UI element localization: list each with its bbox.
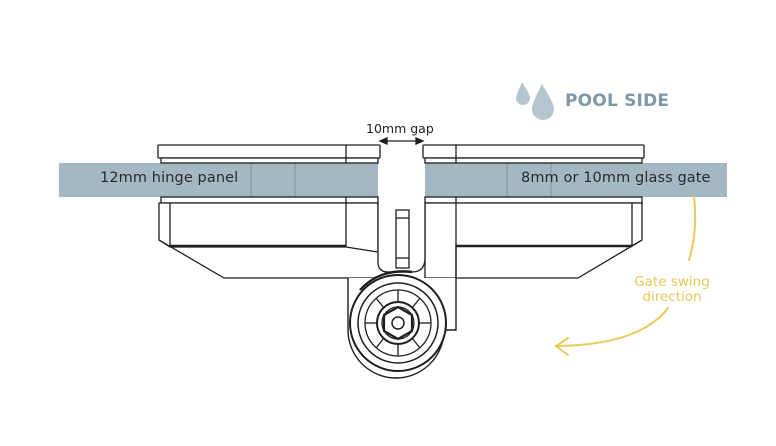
water-drops-icon: [516, 82, 554, 120]
double-headed-arrow-icon: [378, 137, 425, 145]
pool-side-label: POOL SIDE: [565, 91, 670, 111]
gate-swing-line1: Gate swing: [634, 274, 710, 290]
hinge-knuckle: [377, 203, 426, 273]
gate-swing-label: Gate swing direction: [629, 275, 715, 305]
gap-label: 10mm gap: [366, 121, 434, 136]
hinge-panel-label: 12mm hinge panel: [100, 170, 239, 186]
left-clamp-body: [158, 196, 379, 279]
gate-glass: [425, 163, 727, 197]
glass-gate-label: 8mm or 10mm glass gate: [521, 170, 711, 186]
left-top-clamp: [157, 144, 381, 164]
glass-detail-lines: [250, 163, 552, 197]
hinge-panel-glass: [59, 163, 378, 197]
pivot-disc: [347, 270, 457, 379]
right-top-clamp: [422, 144, 645, 164]
gate-swing-line2: direction: [642, 289, 702, 305]
curved-arrow-icon: [554, 196, 697, 356]
right-clamp-body: [424, 196, 643, 279]
